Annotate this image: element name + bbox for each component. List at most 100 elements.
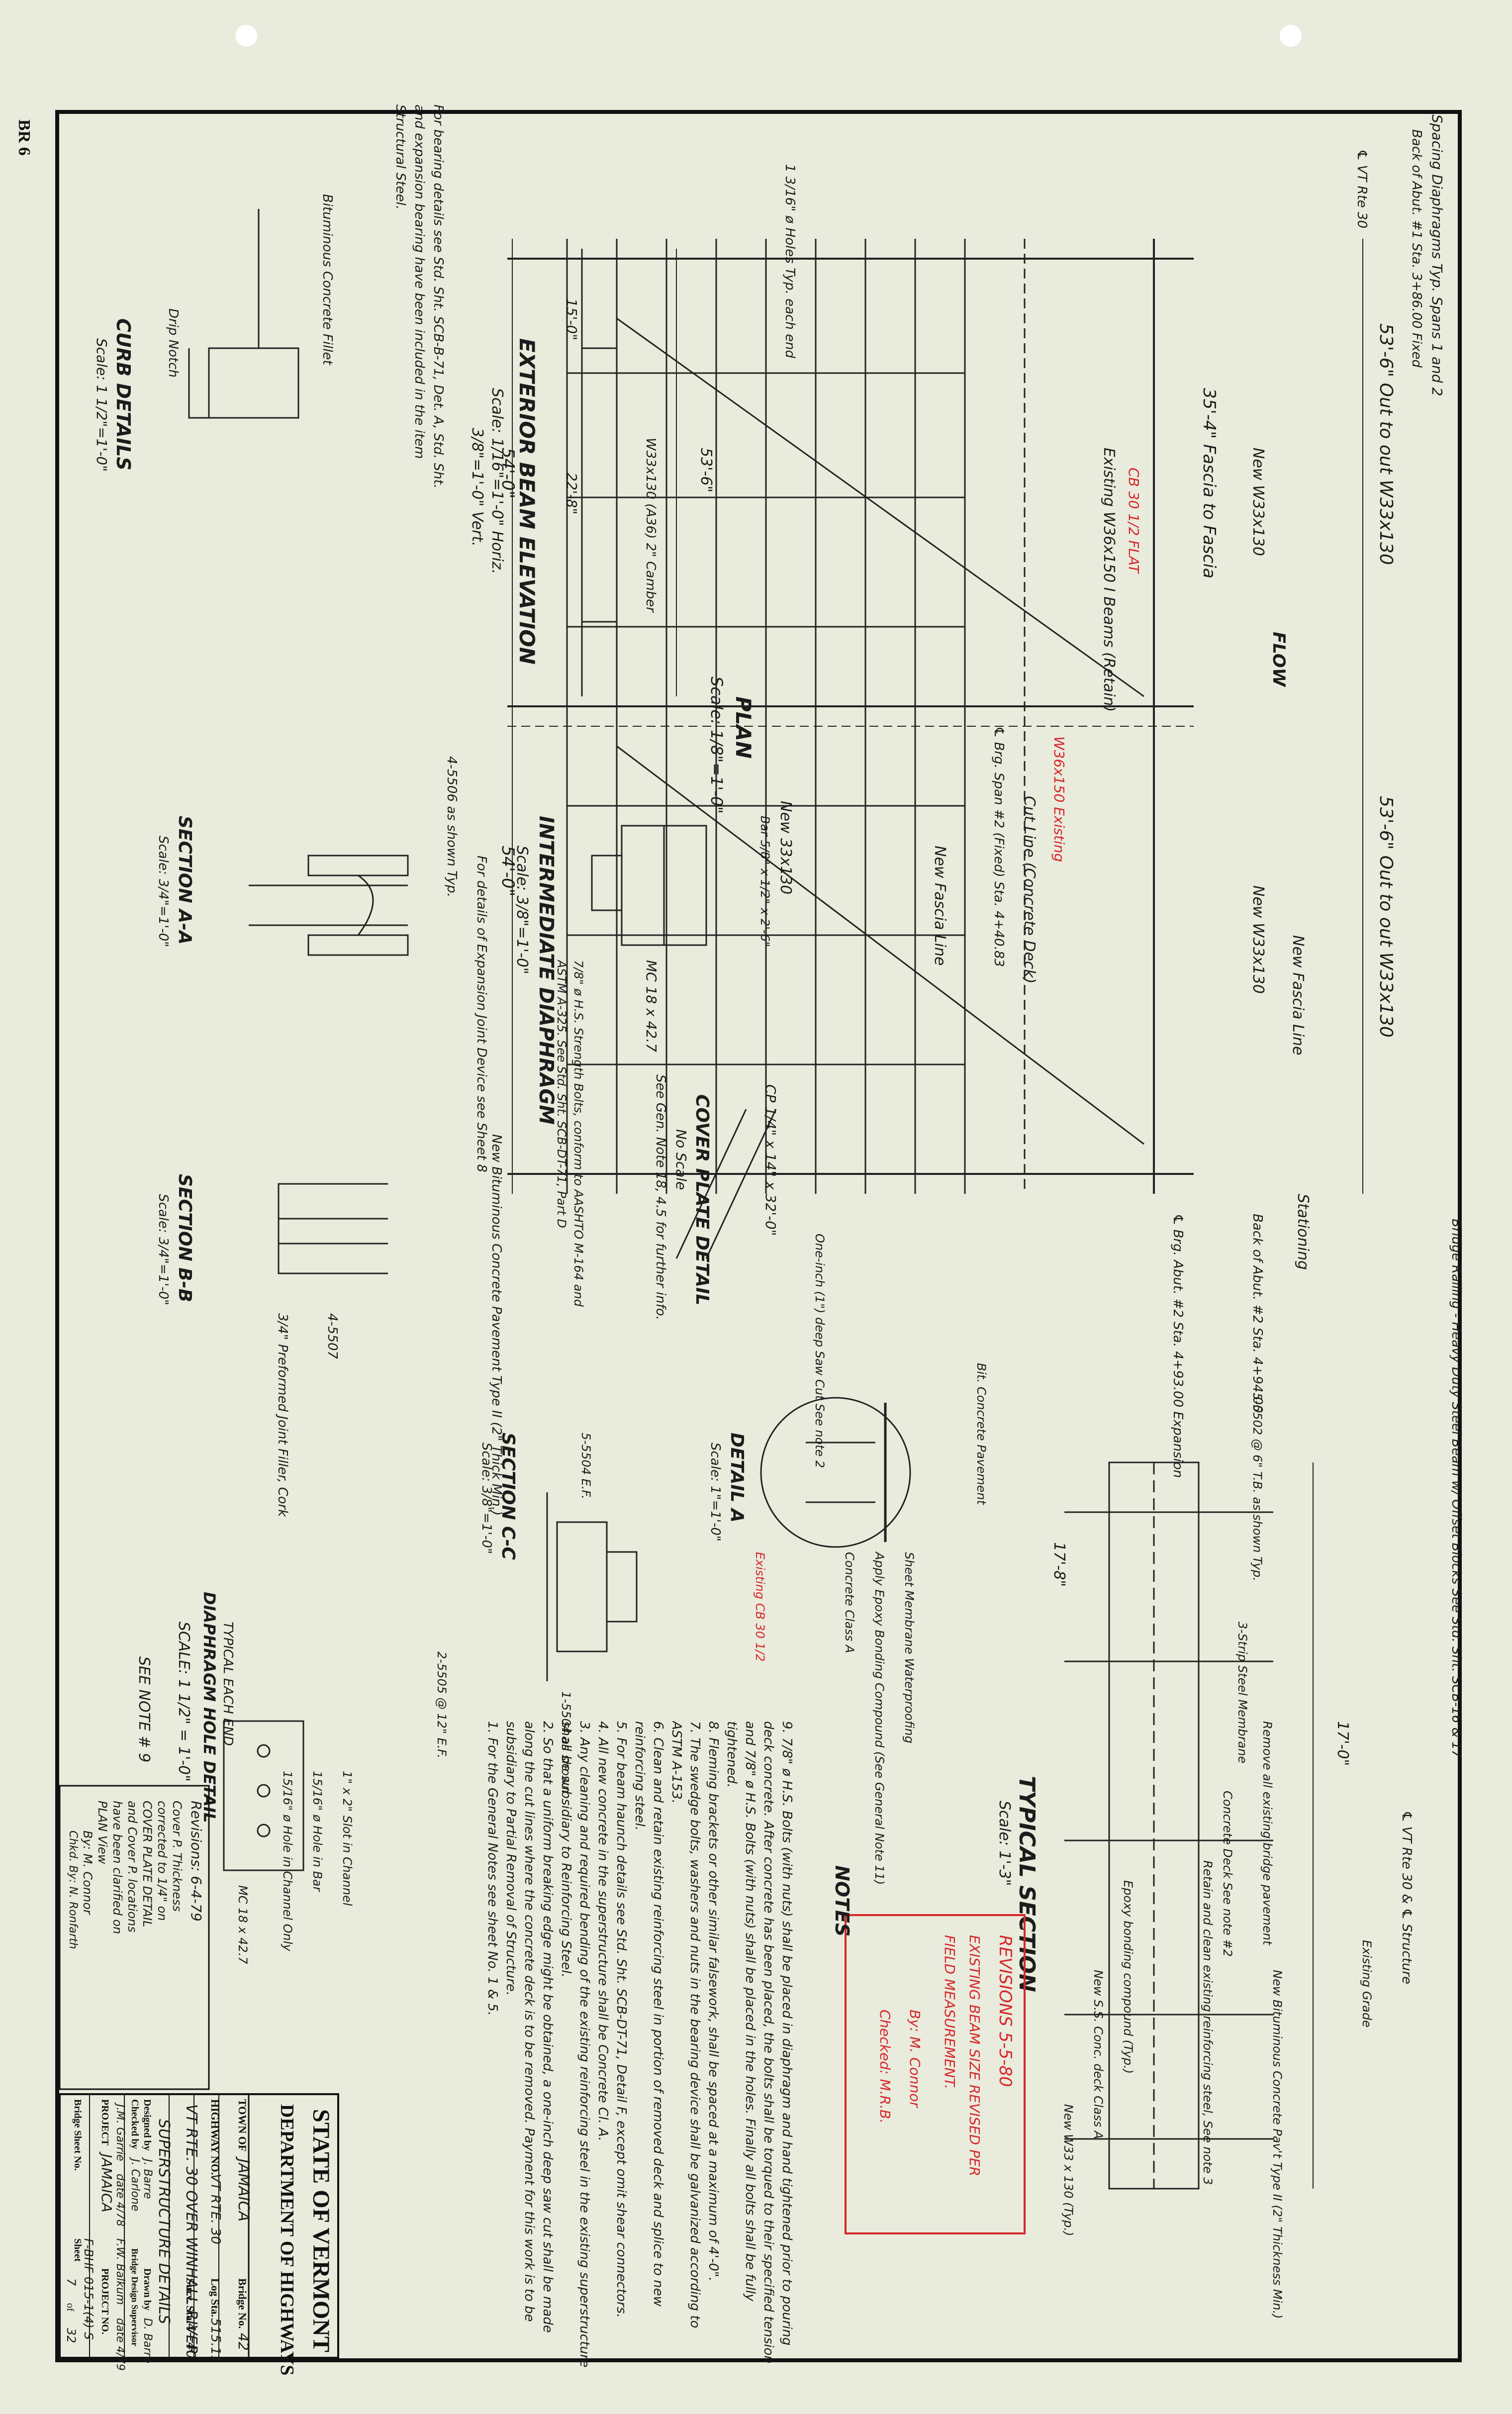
plan-new-fascia-line: New Fascia Line <box>931 846 948 966</box>
title-project-no-label: PROJECT NO. <box>99 2268 110 2334</box>
exterior-beam-labels: EXTERIOR BEAM ELEVATION Scale: 1/16"=1'-… <box>393 104 797 665</box>
title-surv-sta-label: Surv. Sta. <box>184 2278 196 2323</box>
title-date-2: date 4/79 <box>114 2318 126 2371</box>
detail-a-note-5: One-inch (1") deep Saw Cut See note 2 <box>813 1234 827 1468</box>
revisions-line: and Cover P. locations <box>125 1801 139 1932</box>
revisions-line: Chkd. By: N. Ronfarth <box>67 1831 79 1949</box>
diaphragm-mc18: MC 18 x 42.7 <box>643 960 660 1052</box>
ext-beam-dim-150: 15'-0" <box>564 298 580 340</box>
detail-a-scale: Scale: 1"=1'-0" <box>708 1443 723 1542</box>
plan-scale: Scale: 1/8"=1'-0" <box>707 676 726 814</box>
title-of: of <box>65 2303 76 2312</box>
section-cc-title: SECTION C-C <box>498 1433 518 1560</box>
title-sheet-label: Sheet <box>72 2238 83 2262</box>
plan-back-abut-1: Back of Abut. #1 Sta. 3+86.00 Fixed <box>1409 129 1424 368</box>
title-surv-sta: 4+40 <box>183 2323 198 2358</box>
hole-detail-note-2: 15/16" ø Hole in Bar <box>310 1771 324 1893</box>
detail-a-note-2: Sheet Membrane Waterproofing <box>902 1552 916 1743</box>
title-supervisor: F.W. Balkum <box>114 2238 126 2305</box>
revisions-list-title: Revisions: 6-4-79 <box>188 1801 204 1922</box>
cover-plate-note: See Gen. Note 18, 4.5 for further info. <box>653 1074 668 1320</box>
note-item: 7. The swedge bolts, washers and nuts in… <box>669 1721 702 2328</box>
notes-title: NOTES <box>831 1865 853 1936</box>
section-cc-scale: Scale: 3/8"=1'-0" <box>479 1443 494 1554</box>
typical-epoxy: Epoxy bonding compound (Typ.) <box>1121 1880 1135 2074</box>
typical-section-title: TYPICAL SECTION <box>1014 1776 1040 1992</box>
revisions-line: Cover P. Thickness <box>170 1801 184 1912</box>
title-bridge-no-label: Bridge No. <box>236 2278 249 2328</box>
typical-bars: 5-5502 @ 6" T.B. as shown Typ. <box>1250 1393 1264 1581</box>
title-town-label: TOWN OF <box>236 2099 249 2151</box>
plan-new-beams-left: New W33x130 <box>1249 448 1267 556</box>
typical-remove: Remove all existing bridge pavement <box>1260 1721 1274 1946</box>
sheet-id: BR 6 <box>15 119 33 156</box>
plan-title: PLAN <box>731 696 756 759</box>
hole-detail-note-4: MC 18 x 42.7 <box>236 1885 250 1964</box>
title-subject: SUPERSTRUCTURE DETAILS <box>155 2119 173 2324</box>
section-bb <box>278 1183 388 1274</box>
title-designed: J. Barre <box>141 2157 154 2199</box>
title-supervisor-label: Bridge Design Supervisor <box>130 2248 140 2346</box>
revisions-line: COVER PLATE DETAIL <box>140 1801 154 1927</box>
typical-railing: Bridge Railing - Heavy Duty Steel Beam w… <box>1449 1219 1464 1758</box>
section-bb-scale: Scale: 3/4"=1'-0" <box>156 1194 171 1305</box>
diaphragm-title: INTERMEDIATE DIAPHRAGM <box>535 816 558 1125</box>
exterior-beam-elevation <box>581 249 677 696</box>
ext-beam-dim-536: 53'-6" <box>697 448 715 492</box>
title-block: STATE OF VERMONT DEPARTMENT OF HIGHWAYS … <box>59 2093 339 2376</box>
cover-plate-detail <box>675 1109 777 1259</box>
curb-title: CURB DETAILS <box>112 318 134 471</box>
typical-section <box>1064 1461 1314 2190</box>
title-state: STATE OF VERMONT <box>308 2109 334 2352</box>
note-item: 8. Fleming brackets or other similar fal… <box>706 1721 721 2282</box>
title-checked: J. Carlone <box>129 2157 141 2211</box>
revisions-box-checked: Checked: M.R.B. <box>877 2010 893 2124</box>
punch-hole <box>235 25 257 47</box>
plan-red-note-2: W36x150 Existing <box>1051 736 1067 862</box>
plan-existing-beams: Existing W36x150 I Beams (Retain) <box>1100 448 1118 712</box>
curb-note-2: Drip Notch <box>166 308 181 378</box>
section-bb-title: SECTION B-B <box>175 1174 195 1302</box>
plan-labels: 53'-6" Out to out W33x130 53'-6" Out to … <box>498 114 1445 1478</box>
detail-a-note-3: Apply Epoxy Bonding Compound (See Genera… <box>872 1551 886 1885</box>
hole-detail-scale: SCALE: 1 1/2" = 1'-0" <box>175 1622 192 1782</box>
title-bridge-no: 42 <box>235 2333 252 2351</box>
plan-back-abut-2: Back of Abut. #2 Sta. 4+94.00 <box>1250 1214 1265 1413</box>
plan-brg-abut-2: ℄ Brg. Abut. #2 Sta. 4+93.00 Expansion <box>1170 1214 1185 1478</box>
cover-plate-dim: CP 1/4" x 14" x 32'-0" <box>762 1084 779 1236</box>
typical-dim-178: 17'-8" <box>1050 1542 1068 1587</box>
curb-details <box>188 209 299 419</box>
detail-a-title: DETAIL A <box>727 1433 747 1523</box>
typical-deck: Concrete Deck See note #2 <box>1221 1791 1234 1957</box>
hole-detail-note-3: 15/16" ø Hole in Channel Only <box>281 1771 294 1951</box>
detail-a-note-4: Concrete Class A <box>843 1552 856 1653</box>
detail-a <box>760 1397 911 1548</box>
typical-w33: New W33 x 130 (Typ.) <box>1061 2104 1075 2236</box>
revisions-box-text-1: EXISTING BEAM SIZE REVISED PER <box>966 1935 983 2176</box>
typical-new-conc: New S.S. Conc. deck Class A <box>1091 1970 1105 2139</box>
title-drawn-label: Drawn by <box>142 2268 153 2311</box>
title-project-no: F-BHF 015-1(4) S <box>82 2238 95 2340</box>
typical-section-scale: Scale: 1'-3" <box>996 1801 1013 1886</box>
diaphragm-bolts-text: 7/8" ø H.S. Strength Bolts, conform to A… <box>555 960 585 1307</box>
hole-detail <box>223 1720 304 1871</box>
bearing-note-text: For bearing details see Std. Sht. SCB-B-… <box>393 104 446 489</box>
plan-cut-right: 53'-6" Out to out W33x130 <box>1376 796 1396 1038</box>
revisions-line: corrected to 1/4" on <box>155 1801 169 1921</box>
ext-beam-w33: W33x130 (A36) 2" Camber <box>643 438 658 613</box>
title-drawn: D. Barre <box>141 2318 154 2363</box>
title-log-sta-label: Log Sta. <box>209 2278 221 2317</box>
note-item: 2. So that a uniform breaking edge might… <box>503 1721 555 2333</box>
punch-hole <box>1280 25 1302 47</box>
revisions-list: Revisions: 6-4-79 Cover P. Thickness cor… <box>59 1785 210 2090</box>
title-date-1: date 4/78 <box>114 2174 126 2226</box>
typical-membrane: 3-Strip Steel Membrane <box>1235 1622 1249 1763</box>
note-item: 5. For beam haunch details see Std. Sht.… <box>614 1721 629 2318</box>
revisions-line: PLAN View <box>95 1801 109 1864</box>
title-highway: VT RTE. 30 <box>208 2174 223 2244</box>
plan-view <box>507 239 1363 1194</box>
title-designed-label: Designed by <box>142 2099 153 2151</box>
sheet-border <box>55 110 1462 2362</box>
ext-beam-holes: 1 3/16" ø Holes Typ. each end <box>782 164 797 359</box>
